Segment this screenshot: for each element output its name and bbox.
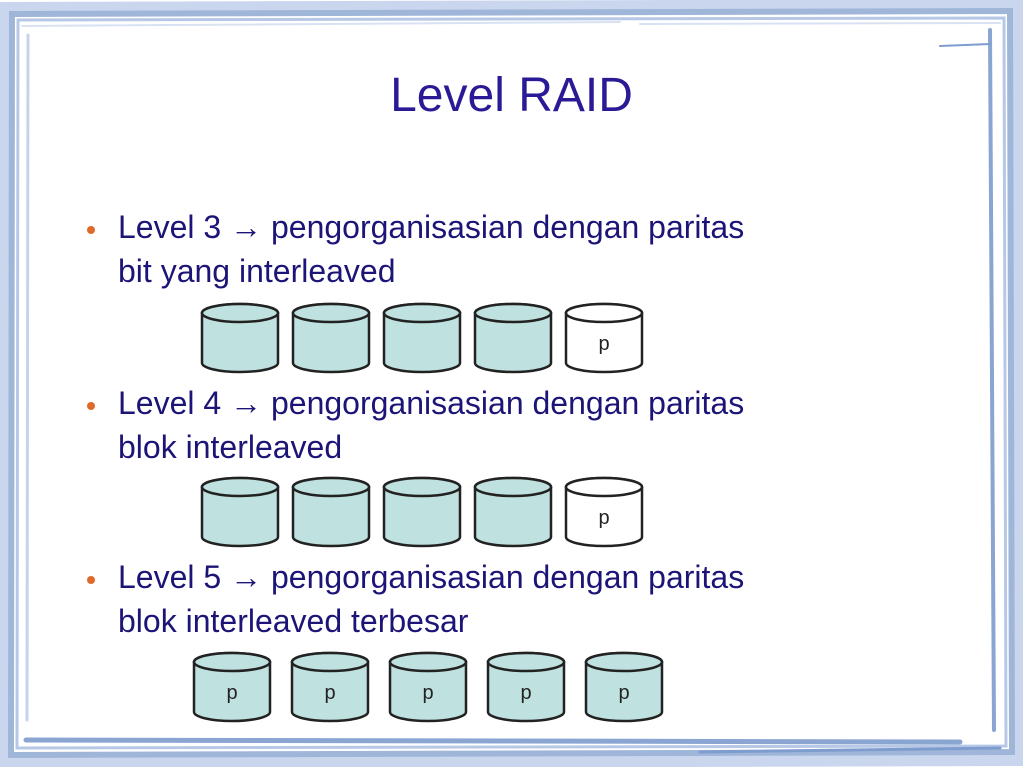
disk-label: p: [618, 682, 629, 704]
bullet-line-2: bit yang interleaved: [118, 253, 396, 289]
disk-array-level-3: p: [200, 302, 655, 379]
disk-label: p: [598, 507, 609, 529]
parity-disk-icon: p: [290, 651, 370, 723]
bullet-line-1: Level 3 → pengorganisasian dengan parita…: [118, 209, 745, 245]
data-disk-icon: [382, 302, 462, 374]
bullet-dot-icon: [87, 226, 95, 234]
data-disk-icon: [200, 302, 280, 374]
disk-array-svg: p: [200, 476, 644, 548]
bullet-level-4: Level 4 → pengorganisasian dengan parita…: [87, 381, 948, 469]
disk-label: p: [422, 682, 433, 704]
bullet-level-5: Level 5 → pengorganisasian dengan parita…: [87, 555, 948, 643]
parity-disk-icon: p: [388, 651, 468, 723]
disk-label: p: [226, 682, 237, 704]
data-disk-icon: [200, 476, 280, 548]
data-disk-icon: [291, 302, 371, 374]
disk-array-level-4: p: [200, 476, 655, 553]
parity-disk-icon: p: [192, 651, 272, 723]
parity-disk-icon: p: [564, 476, 644, 548]
parity-disk-icon: p: [486, 651, 566, 723]
data-disk-icon: [382, 476, 462, 548]
bullet-line-2: blok interleaved terbesar: [118, 603, 469, 639]
parity-disk-icon: p: [564, 302, 644, 374]
disk-label: p: [324, 682, 335, 704]
bullet-dot-icon: [87, 402, 95, 410]
bullet-line-1: Level 4 → pengorganisasian dengan parita…: [118, 385, 745, 421]
disk-array-svg: p: [200, 302, 644, 374]
disk-label: p: [520, 682, 531, 704]
disk-label: p: [598, 333, 609, 355]
bullet-level-3: Level 3 → pengorganisasian dengan parita…: [87, 205, 948, 293]
data-disk-icon: [291, 476, 371, 548]
data-disk-icon: [473, 302, 553, 374]
data-disk-icon: [473, 476, 553, 548]
parity-disk-icon: p: [584, 651, 664, 723]
slide-title: Level RAID: [390, 69, 633, 122]
bullet-dot-icon: [87, 576, 95, 584]
bullet-line-1: Level 5 → pengorganisasian dengan parita…: [118, 559, 745, 595]
bullet-line-2: blok interleaved: [118, 429, 343, 465]
